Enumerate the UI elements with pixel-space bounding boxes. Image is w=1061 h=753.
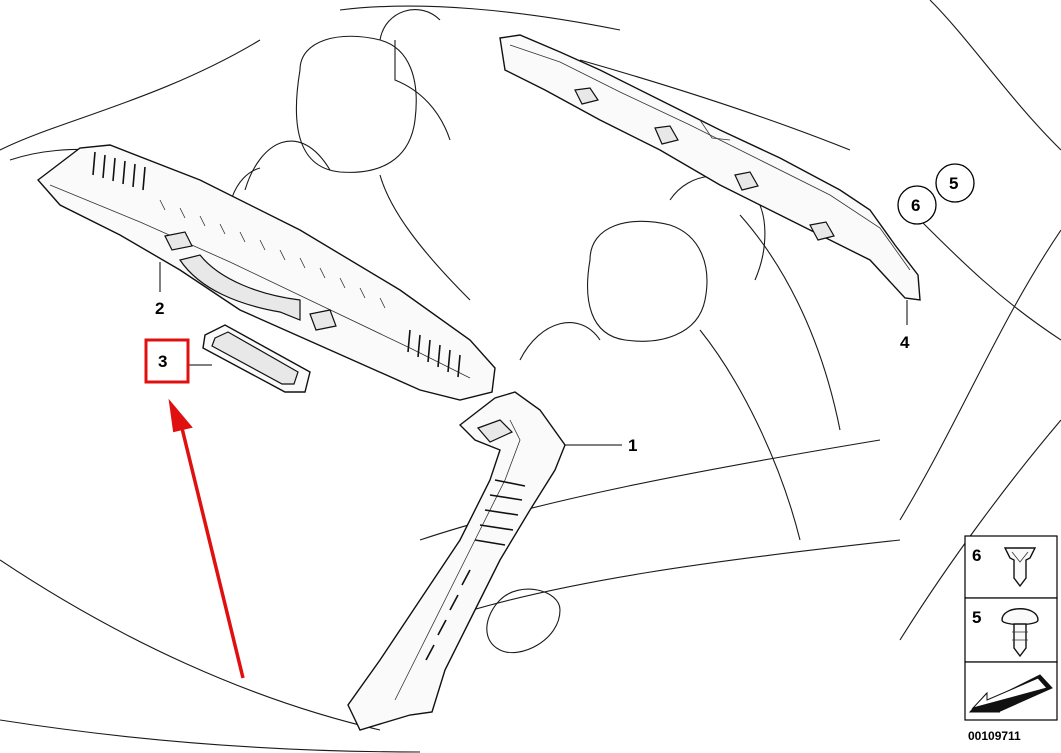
callout-5: 5 (949, 174, 958, 193)
callout-3: 3 (158, 352, 167, 371)
pillar-trim-ribs (425, 479, 526, 661)
direction-arrow-icon (968, 674, 1053, 713)
callout-1: 1 (628, 436, 637, 455)
legend-panel: 6 5 (964, 535, 1058, 721)
legend-label-6: 6 (972, 546, 981, 565)
small-cover-part3 (202, 324, 311, 393)
callout-4: 4 (900, 333, 910, 352)
callout-3-highlight-box (144, 338, 190, 384)
push-rivet-icon (1001, 608, 1039, 658)
document-number: 00109711 (968, 729, 1021, 743)
callout-5-circle (935, 163, 975, 203)
legend-label-5: 5 (972, 608, 981, 627)
callout-leaders (159, 262, 908, 446)
rear-trim-panel-part4 (499, 34, 921, 301)
callout-2: 2 (155, 299, 164, 318)
clip-icon (1003, 547, 1037, 588)
legend-box-5 (964, 597, 1058, 663)
top-trim-ribs (92, 151, 461, 378)
red-arrow-annotation (168, 398, 245, 679)
top-trim-panel-part2 (36, 144, 496, 401)
pillar-trim-part1 (347, 391, 566, 731)
legend-box-6 (964, 535, 1058, 599)
callout-6: 6 (911, 196, 920, 215)
callout-6-circle (897, 185, 937, 225)
